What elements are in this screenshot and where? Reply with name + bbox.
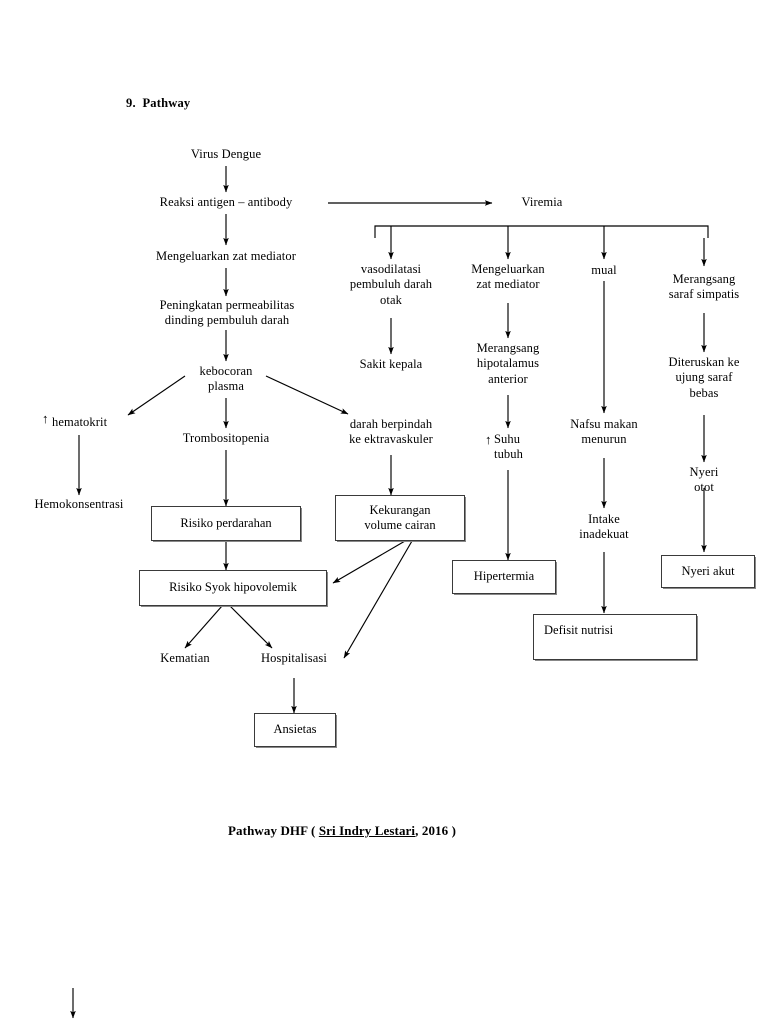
node-kematian: Kematian	[160, 651, 210, 665]
node-darah-berpindah-ke-ekstravaskuler: darah berpindah ke ektravaskuler	[349, 417, 433, 447]
box-nyeri-akut: Nyeri akut	[661, 555, 755, 588]
caption-author: Sri Indry Lestari	[318, 823, 416, 838]
box-kekurangan-volume-cairan: Kekurangan volume cairan	[335, 495, 465, 541]
node-diteruskan-ke-ujung-saraf-bebas: Diteruskan ke ujung saraf bebas	[668, 355, 740, 400]
figure-caption: Pathway DHF ( Sri Indry Lestari, 2016 )	[228, 823, 456, 839]
increase-arrow-hematokrit: ↑	[42, 411, 49, 426]
node-suhu-tubuh: Suhu tubuh	[494, 432, 523, 462]
caption-prefix: Pathway DHF (	[228, 823, 319, 838]
node-kebocoran-plasma: kebocoran plasma	[199, 364, 253, 394]
node-merangsang-saraf-simpatis: Merangsang saraf simpatis	[668, 272, 740, 302]
section-title-text: Pathway	[142, 96, 191, 110]
node-mual: mual	[591, 263, 617, 277]
node-mengeluarkan-zat-mediator-right: Mengeluarkan zat mediator	[471, 262, 545, 292]
box-ansietas: Ansietas	[254, 713, 336, 747]
node-vasodilatasi-pembuluh-darah-otak: vasodilatasi pembuluh darah otak	[349, 262, 433, 307]
node-virus-dengue: Virus Dengue	[190, 147, 262, 161]
caption-suffix: , 2016 )	[415, 823, 457, 838]
node-trombositopenia: Trombositopenia	[182, 431, 270, 445]
node-peningkatan-permeabilitas: Peningkatan permeabilitas dinding pembul…	[159, 298, 295, 328]
node-merangsang-hipotalamus-anterior: Merangsang hipotalamus anterior	[476, 341, 540, 386]
node-reaksi-antigen-antibody: Reaksi antigen – antibody	[159, 195, 293, 209]
node-nyeri-otot: Nyeri otot	[689, 465, 719, 495]
increase-arrow-suhu-tubuh: ↑	[485, 432, 492, 447]
node-hospitalisasi: Hospitalisasi	[261, 651, 327, 665]
box-risiko-perdarahan: Risiko perdarahan	[151, 506, 301, 541]
node-intake-inadekuat: Intake inadekuat	[579, 512, 629, 542]
node-hematokrit: hematokrit	[52, 415, 108, 429]
box-defisit-nutrisi: Defisit nutrisi	[533, 614, 697, 660]
page-title: 9. Pathway	[126, 96, 190, 111]
section-number: 9.	[126, 96, 136, 110]
node-mengeluarkan-zat-mediator-left: Mengeluarkan zat mediator	[156, 249, 296, 263]
node-sakit-kepala: Sakit kepala	[359, 357, 423, 371]
box-hipertermia: Hipertermia	[452, 560, 556, 594]
node-nafsu-makan-menurun: Nafsu makan menurun	[570, 417, 638, 447]
node-hemokonsentrasi: Hemokonsentrasi	[34, 497, 124, 511]
node-viremia: Viremia	[521, 195, 563, 209]
box-risiko-syok-hipovolemik: Risiko Syok hipovolemik	[139, 570, 327, 606]
